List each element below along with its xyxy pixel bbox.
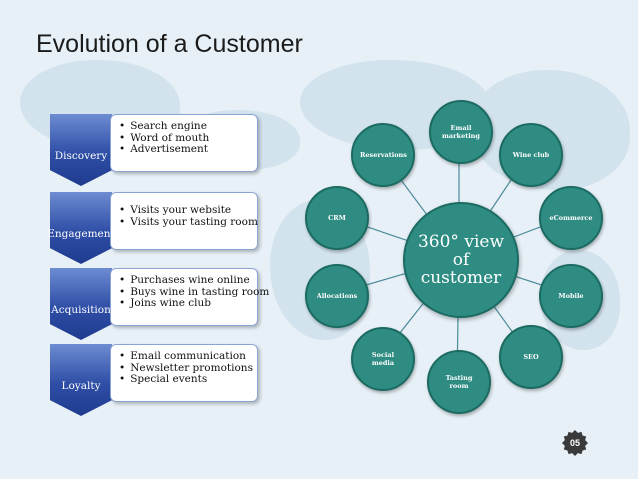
- stage-chevron: [50, 114, 112, 186]
- node-label: CRM: [328, 214, 346, 222]
- stage-chevron: [50, 192, 112, 264]
- node-label: Wine club: [512, 151, 550, 159]
- stage-label: Acquisition: [51, 304, 111, 316]
- node-label: Email marketing: [442, 124, 480, 140]
- stage-chevron: [50, 344, 112, 416]
- stage-engagement: Engagement Visits your website Visits yo…: [47, 192, 260, 264]
- stage-discovery: Discovery Search engine Word of mouth Ad…: [50, 114, 260, 186]
- stage-bullet: Buys wine in tasting room: [119, 286, 269, 299]
- node-tasting-room: Tasting room: [427, 350, 491, 414]
- stage-label: Loyalty: [61, 380, 101, 392]
- node-ecommerce: eCommerce: [539, 186, 603, 250]
- stage-loyalty: Loyalty Email communication Newsletter p…: [50, 344, 260, 416]
- slide-title: Evolution of a Customer: [36, 30, 303, 58]
- node-wine-club: Wine club: [499, 123, 563, 187]
- node-mobile: Mobile: [539, 264, 603, 328]
- node-reservations: Reservations: [351, 123, 415, 187]
- node-crm: CRM: [305, 186, 369, 250]
- stage-bullet-box: Purchases wine online Buys wine in tasti…: [110, 268, 269, 326]
- stage-label: Discovery: [54, 150, 108, 162]
- stage-bullet: Purchases wine online: [119, 274, 257, 287]
- stage-chevron: [50, 268, 112, 340]
- stage-bullet-box: Email communication Newsletter promotion…: [110, 344, 258, 402]
- stage-bullet: Visits your tasting room: [119, 216, 258, 229]
- node-label: Tasting room: [445, 374, 473, 390]
- stage-bullet: Email communication: [119, 350, 257, 363]
- node-email-marketing: Email marketing: [429, 100, 493, 164]
- node-label: Allocations: [316, 292, 358, 300]
- node-seo: SEO: [499, 325, 563, 389]
- stage-bullet: Word of mouth: [119, 132, 257, 145]
- stage-acquisition: Acquisition Purchases wine online Buys w…: [50, 268, 269, 340]
- stage-bullet-box: Visits your website Visits your tasting …: [110, 192, 258, 250]
- node-label: SEO: [523, 353, 539, 361]
- node-label: eCommerce: [549, 214, 593, 222]
- hub-label: 360° view of customer: [417, 232, 504, 288]
- node-allocations: Allocations: [305, 264, 369, 328]
- stage-bullet: Joins wine club: [119, 297, 257, 310]
- hub-circle: 360° view of customer: [403, 202, 519, 318]
- stage-label: Engagement: [47, 228, 115, 240]
- node-social-media: Social media: [351, 327, 415, 391]
- stage-bullet: Newsletter promotions: [119, 362, 257, 375]
- stage-bullet: Special events: [119, 373, 257, 386]
- node-label: Mobile: [558, 292, 584, 300]
- node-label: Reservations: [360, 151, 407, 159]
- stage-bullet-box: Search engine Word of mouth Advertisemen…: [110, 114, 258, 172]
- stage-bullet: Search engine: [119, 120, 257, 133]
- node-label: Social media: [371, 351, 395, 367]
- stage-bullet: Visits your website: [119, 204, 257, 217]
- stage-bullet: Advertisement: [119, 143, 257, 156]
